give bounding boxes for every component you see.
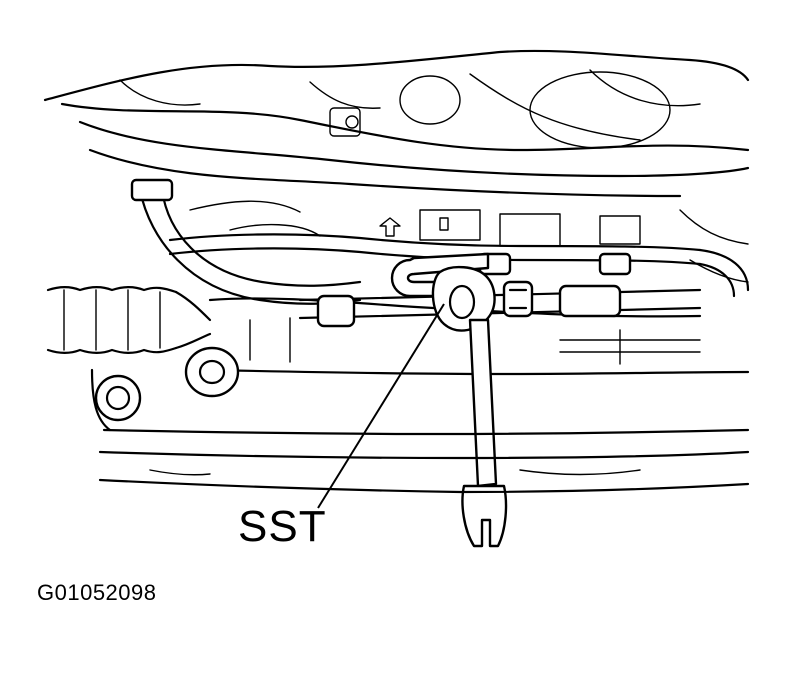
lower-subframe — [90, 368, 750, 494]
flare-nut — [502, 280, 534, 318]
return-hose — [130, 178, 362, 305]
bolt-left — [94, 374, 142, 422]
sst-wrench — [390, 252, 508, 548]
bracket-area — [189, 200, 749, 283]
bolt-center — [184, 346, 240, 398]
sst-leader-line — [317, 303, 445, 509]
sst-label: SST — [238, 502, 327, 551]
upper-body-contours — [43, 49, 750, 198]
rack-boot — [46, 285, 212, 355]
figure-code: G01052098 — [37, 580, 157, 605]
